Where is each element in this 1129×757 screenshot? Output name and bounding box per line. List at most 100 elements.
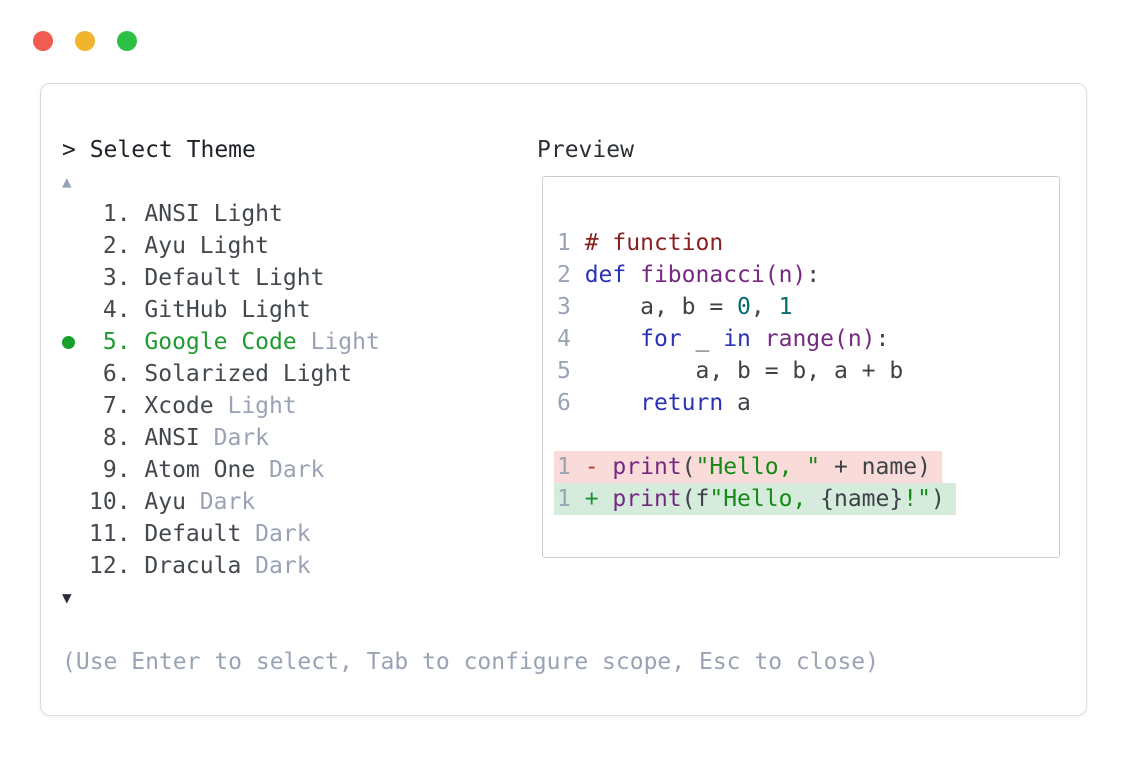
code-token: 1: [778, 294, 793, 320]
code-line-2: 2 def fibonacci(n):: [557, 259, 1059, 291]
theme-item-variant: Light: [199, 201, 283, 227]
theme-item-github-light[interactable]: 4. GitHub Light: [62, 294, 879, 326]
line-number: 1: [557, 454, 585, 480]
theme-item-number: 7.: [89, 393, 145, 419]
theme-item-variant: Dark: [199, 425, 270, 451]
code-token: !": [903, 486, 931, 512]
theme-item-variant: Light: [213, 393, 297, 419]
maximize-window-icon[interactable]: [117, 31, 137, 51]
theme-item-default-light[interactable]: 3. Default Light: [62, 262, 879, 294]
theme-item-number: 6.: [89, 361, 145, 387]
code-token: ): [930, 486, 945, 512]
code-line-4: 4 for _ in range(n):: [557, 323, 1059, 355]
scroll-down-icon[interactable]: ▼: [62, 588, 72, 607]
theme-item-number: 3.: [89, 265, 145, 291]
theme-item-name: Default: [144, 265, 242, 291]
theme-item-ayu-dark[interactable]: 10. Ayu Dark: [62, 486, 879, 518]
code-line-6: 6 return a: [557, 387, 1059, 419]
code-token: (f: [681, 486, 710, 512]
code-token: "Hello,: [709, 486, 821, 512]
theme-item-solarized-light[interactable]: 6. Solarized Light: [62, 358, 879, 390]
line-number: 6: [557, 390, 585, 416]
theme-item-variant: Light: [296, 329, 380, 355]
keyboard-hint: (Use Enter to select, Tab to configure s…: [62, 649, 879, 675]
theme-item-name: Ayu: [144, 489, 186, 515]
theme-item-variant: Light: [227, 297, 311, 323]
theme-item-variant: Light: [269, 361, 353, 387]
theme-item-name: GitHub: [144, 297, 228, 323]
theme-selector-window: > Select Theme ▲ 1. ANSI Light 2. Ayu Li…: [40, 83, 1087, 716]
theme-item-default-dark[interactable]: 11. Default Dark: [62, 518, 879, 550]
theme-item-number: 11.: [89, 521, 145, 547]
code-token: 0: [737, 294, 751, 320]
code-token: [626, 262, 640, 288]
code-token: fibonacci(n): [640, 262, 807, 288]
window-controls: [33, 31, 137, 51]
theme-item-number: 1.: [89, 201, 145, 227]
scroll-up-icon[interactable]: ▲: [62, 172, 72, 191]
theme-item-name: ANSI: [144, 201, 200, 227]
line-number: 3: [557, 294, 585, 320]
theme-item-name: Ayu: [144, 233, 186, 259]
theme-item-name: Solarized: [144, 361, 270, 387]
theme-item-number: 9.: [89, 457, 145, 483]
theme-item-atom-one-dark[interactable]: 9. Atom One Dark: [62, 454, 879, 486]
theme-selector-pane: > Select Theme ▲ 1. ANSI Light 2. Ayu Li…: [62, 134, 879, 678]
code-token: {name}: [820, 486, 904, 512]
theme-item-variant: Dark: [255, 457, 325, 483]
line-number: 5: [557, 358, 585, 384]
code-token: def: [584, 262, 627, 288]
code-token: # function: [584, 230, 724, 256]
code-line-1: 1 # function: [557, 227, 1059, 259]
code-line-5: 5 a, b = b, a + b: [557, 355, 1059, 387]
code-token: a, b =: [584, 294, 738, 320]
theme-item-variant: Light: [185, 233, 270, 259]
code-token: range(n): [764, 326, 876, 352]
code-token: [585, 390, 640, 416]
line-number: 1: [557, 486, 585, 512]
diff-line-removed: 1 - print("Hello, " + name): [554, 451, 1059, 483]
spacer: [62, 614, 879, 646]
line-number: 4: [557, 326, 585, 352]
code-token: "Hello, ": [695, 454, 821, 480]
code-token: a: [723, 390, 751, 416]
code-blank-line: [557, 419, 1059, 451]
code-token: return: [640, 390, 724, 416]
code-token: in: [723, 326, 751, 352]
theme-item-name: Google Code: [144, 329, 297, 355]
close-window-icon[interactable]: [33, 31, 53, 51]
minimize-window-icon[interactable]: [75, 31, 95, 51]
theme-item-variant: Dark: [241, 553, 311, 579]
theme-item-dracula-dark[interactable]: 12. Dracula Dark: [62, 550, 879, 582]
code-token: (: [681, 454, 696, 480]
code-token: for: [640, 326, 682, 352]
theme-item-google-code-light[interactable]: 5. Google Code Light: [62, 326, 879, 358]
theme-item-ansi-dark[interactable]: 8. ANSI Dark: [62, 422, 879, 454]
scroll-up-row: ▲: [62, 166, 879, 198]
theme-item-number: 8.: [89, 425, 145, 451]
code-token: ,: [750, 294, 779, 320]
line-number: 1: [557, 230, 585, 256]
theme-item-ansi-light[interactable]: 1. ANSI Light: [62, 198, 879, 230]
line-number: 2: [557, 262, 585, 288]
theme-item-variant: Light: [241, 265, 325, 291]
select-theme-prompt: > Select Theme: [62, 137, 256, 163]
code-token: :: [806, 262, 821, 288]
code-token: _: [681, 326, 724, 352]
theme-item-name: ANSI: [144, 425, 200, 451]
theme-item-number: 10.: [89, 489, 145, 515]
code-token: -: [584, 454, 613, 480]
preview-label: Preview: [537, 137, 634, 163]
code-token: +: [584, 486, 613, 512]
theme-item-xcode-light[interactable]: 7. Xcode Light: [62, 390, 879, 422]
code-token: a, b = b, a + b: [584, 358, 904, 384]
scroll-down-row: ▼: [62, 582, 879, 614]
theme-item-ayu-light[interactable]: 2. Ayu Light: [62, 230, 879, 262]
diff-line-added: 1 + print(f"Hello, {name}!"): [554, 483, 1059, 515]
code-line-3: 3 a, b = 0, 1: [557, 291, 1059, 323]
theme-item-name: Atom One: [144, 457, 256, 483]
theme-item-variant: Dark: [185, 489, 256, 515]
code-token: :: [875, 326, 890, 352]
